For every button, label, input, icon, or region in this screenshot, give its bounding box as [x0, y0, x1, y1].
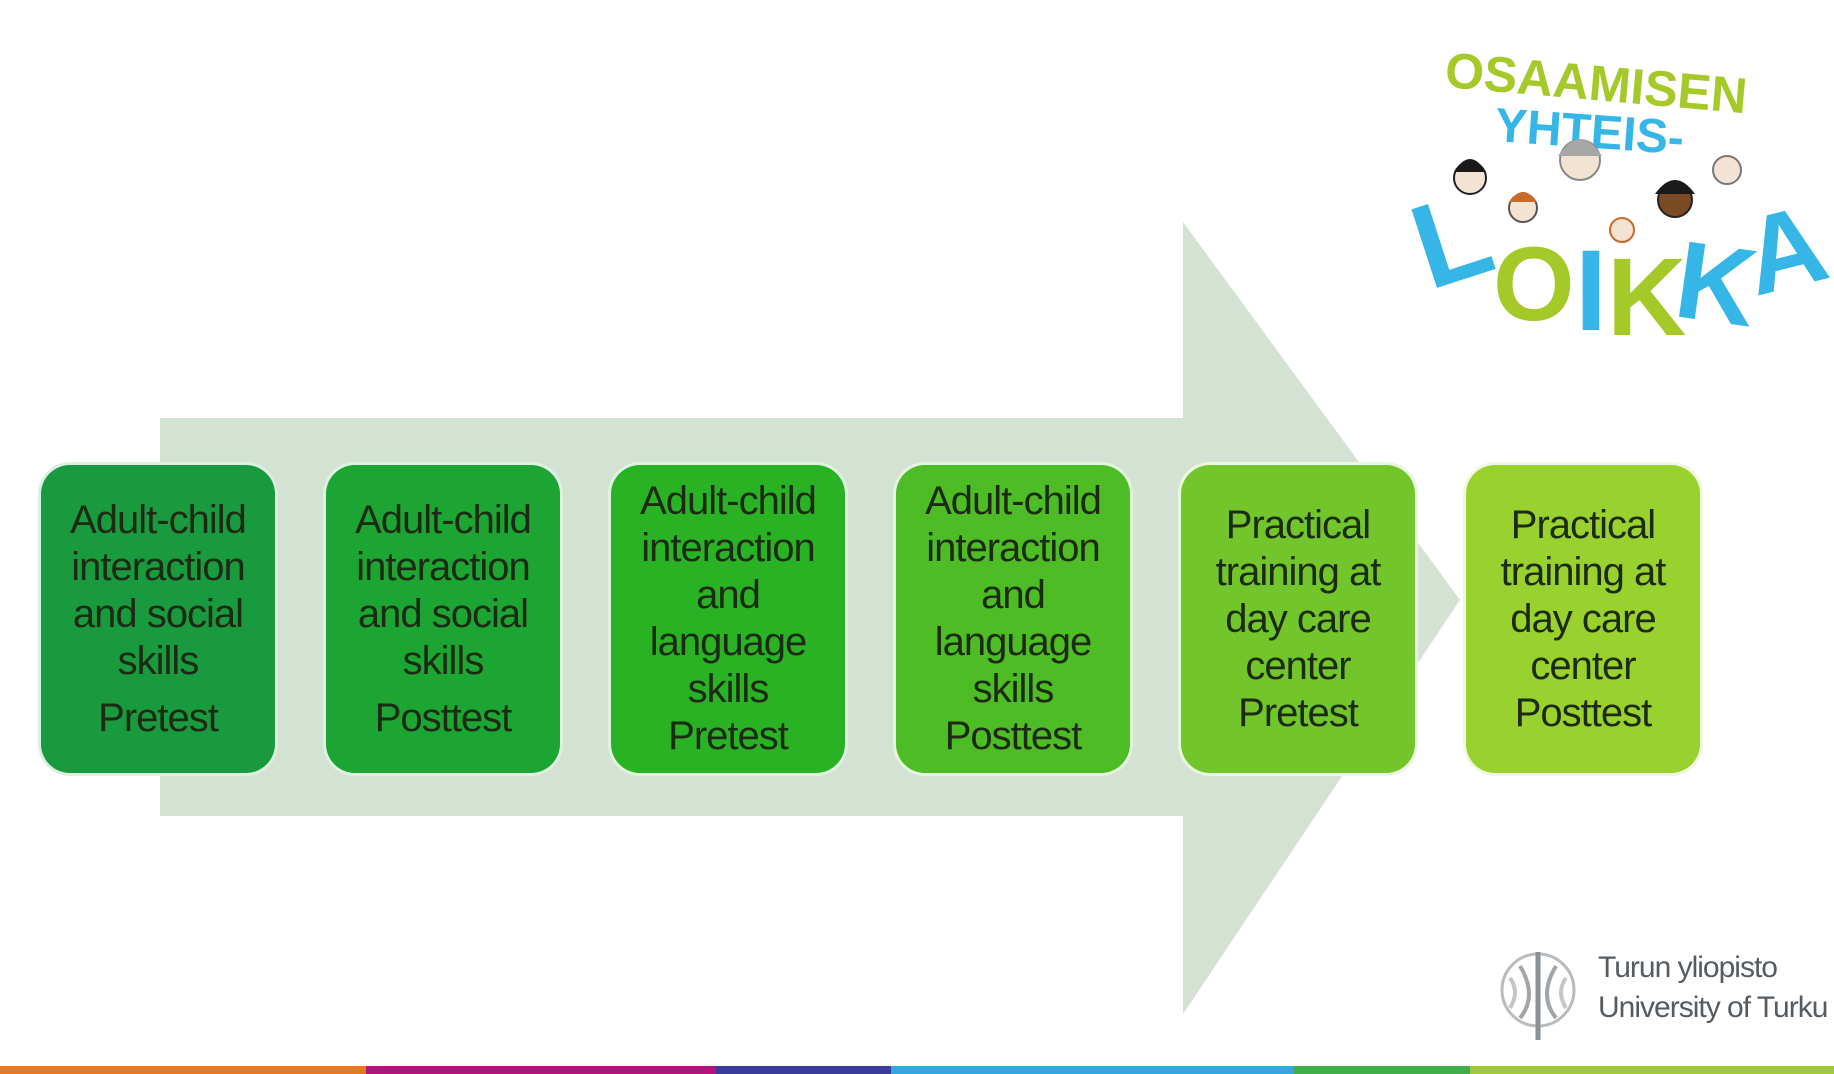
footer-segment-blue [891, 1066, 1294, 1074]
step-phase: Posttest [944, 714, 1083, 758]
step-topic: Adult-child interaction and social skill… [355, 497, 532, 683]
step-phase: Pretest [98, 695, 219, 740]
step-box-1: Adult-child interaction and social skill… [38, 462, 278, 776]
footer-segment-green [1294, 1066, 1470, 1074]
university-name-en: University of Turku [1598, 991, 1828, 1024]
step-topic: Adult-child interaction and language ski… [925, 479, 1102, 711]
step-box-6: Practical training at day care center Po… [1463, 462, 1703, 776]
svg-text:O: O [1493, 226, 1575, 343]
svg-text:L: L [1396, 165, 1507, 315]
footer-segment-lime [1470, 1066, 1834, 1074]
step-topic: Practical training at day care center [1500, 502, 1667, 688]
step-topic: Adult-child interaction and social skill… [70, 497, 247, 683]
osaamisen-yhteisloikka-logo: OSAAMISEN YHTEIS- L O I K K A [1396, 42, 1834, 359]
faces-illustration-icon [1453, 139, 1742, 243]
university-logo: Turun yliopisto University of Turku [1498, 944, 1834, 1044]
step-topic: Practical training at day care center [1215, 502, 1382, 688]
svg-text:K: K [1607, 236, 1686, 359]
step-topic: Adult-child interaction and language ski… [640, 479, 817, 711]
university-name-fi: Turun yliopisto [1598, 951, 1778, 984]
step-box-2: Adult-child interaction and social skill… [323, 462, 563, 776]
footer-segment-orange [0, 1066, 366, 1074]
footer-segment-indigo [716, 1066, 891, 1074]
svg-text:K: K [1668, 218, 1764, 351]
step-box-5: Practical training at day care center Pr… [1178, 462, 1418, 776]
svg-text:I: I [1575, 227, 1607, 355]
university-emblem-icon [1500, 952, 1576, 1040]
footer-color-bar [0, 1066, 1834, 1074]
step-phase: Posttest [374, 695, 513, 740]
step-phase: Pretest [1238, 690, 1359, 735]
step-box-3: Adult-child interaction and language ski… [608, 462, 848, 776]
footer-segment-magenta [366, 1066, 716, 1074]
step-phase: Posttest [1514, 690, 1653, 735]
step-phase: Pretest [668, 714, 789, 758]
step-box-4: Adult-child interaction and language ski… [893, 462, 1133, 776]
